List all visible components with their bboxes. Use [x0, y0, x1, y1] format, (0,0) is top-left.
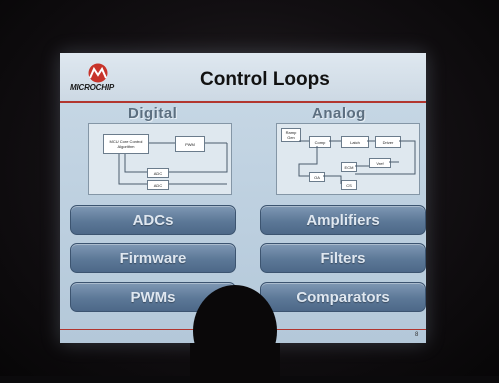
logo-wordmark: MICROCHIP — [70, 83, 114, 92]
amplifiers-button[interactable]: Amplifiers — [260, 205, 426, 235]
comparators-button[interactable]: Comparators — [260, 282, 426, 312]
adcs-button[interactable]: ADCs — [70, 205, 236, 235]
comparator-block: Comp — [309, 136, 331, 148]
slide-page-number: 8 — [415, 332, 419, 338]
firmware-button[interactable]: Firmware — [70, 243, 236, 273]
digital-block-diagram: MCU Core Control Algorithm PWM ADC ADC — [88, 123, 232, 195]
projected-slide: MICROCHIP Control Loops Digital MCU Core… — [60, 53, 426, 343]
adc-block-1: ADC — [147, 168, 169, 178]
digital-heading: Digital — [128, 105, 178, 122]
latch-block: Latch — [341, 136, 369, 148]
audience-head-silhouette — [190, 285, 280, 383]
header-divider — [60, 101, 426, 103]
analog-block-diagram: Ramp Gen Comp Latch Driver Vref OA ECM C… — [276, 123, 420, 195]
analog-heading: Analog — [312, 105, 366, 122]
adc-block-2: ADC — [147, 180, 169, 190]
digital-wiring — [118, 142, 228, 185]
pwm-block: PWM — [175, 136, 205, 152]
opamp-block: OA — [309, 172, 325, 182]
vref-block: Vref — [369, 158, 391, 168]
analog-wiring — [298, 140, 416, 184]
ramp-gen-block: Ramp Gen — [281, 128, 301, 142]
mcu-core-block: MCU Core Control Algorithm — [103, 134, 149, 154]
slide-header: MICROCHIP Control Loops — [60, 53, 426, 100]
slide-title: Control Loops — [200, 69, 330, 90]
filters-button[interactable]: Filters — [260, 243, 426, 273]
cs-block: CS — [341, 180, 357, 190]
driver-block: Driver — [375, 136, 401, 148]
ecm-block: ECM — [341, 162, 357, 172]
microchip-logo-icon — [88, 63, 108, 83]
